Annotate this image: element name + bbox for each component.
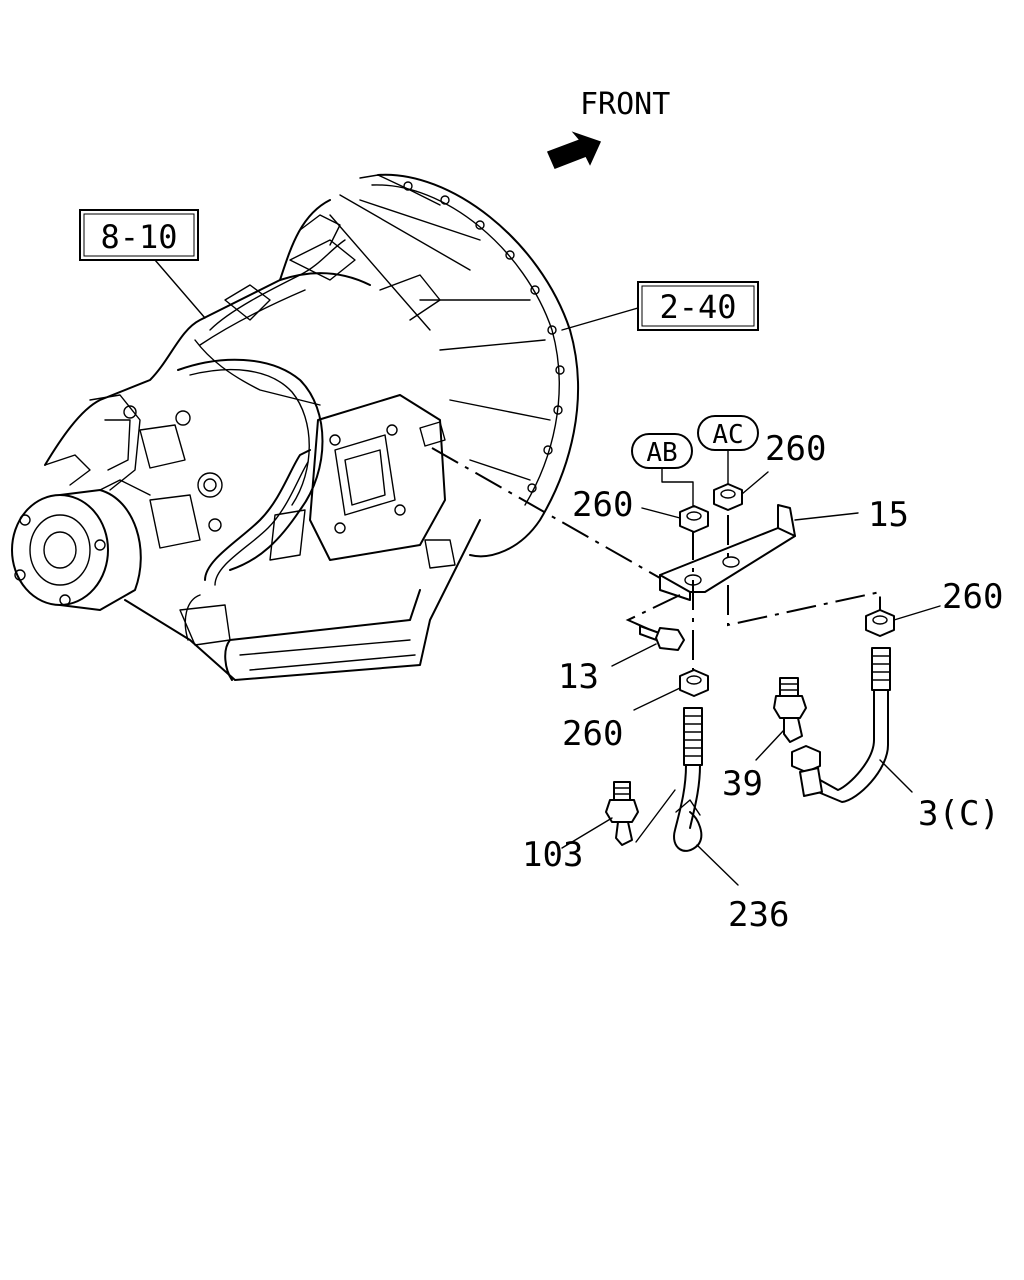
leader-ab (661, 467, 694, 509)
leader-2-40 (561, 307, 639, 331)
alignment-lines (431, 447, 881, 680)
part-236-label: 236 (728, 895, 789, 935)
part-260-right-label: 260 (942, 577, 1003, 617)
leader-39 (755, 729, 785, 761)
callout-ab-label: AB (646, 438, 677, 468)
part-260-ac-label: 260 (765, 429, 826, 469)
callout-ab[interactable]: AB (631, 433, 693, 469)
part-15-label: 15 (868, 495, 909, 535)
leader-15 (794, 512, 859, 521)
part-39-label: 39 (722, 764, 763, 804)
front-arrow-icon (546, 131, 602, 169)
bolt-13[interactable] (639, 625, 685, 651)
leader-260-ac (741, 471, 769, 495)
bracket-15[interactable] (659, 504, 796, 601)
ref-8-10-label: 8-10 (100, 218, 177, 256)
fitting-103[interactable] (605, 781, 639, 846)
ref-2-40-label: 2-40 (659, 288, 736, 326)
flange-bolts (403, 181, 565, 493)
transmission-assembly (11, 173, 580, 681)
leader-8-10 (154, 259, 206, 319)
leader-260-right (893, 605, 941, 621)
leader-260-ab (641, 507, 681, 519)
part-260-lower-label: 260 (562, 714, 623, 754)
part-260-ab-label: 260 (572, 485, 633, 525)
ref-box-2-40[interactable]: 2-40 (637, 281, 759, 331)
nut-260-lower[interactable] (679, 669, 709, 697)
fitting-39[interactable] (773, 677, 807, 743)
part-13-label: 13 (558, 657, 599, 697)
ref-box-8-10[interactable]: 8-10 (79, 209, 199, 261)
nut-260-ab[interactable] (679, 505, 709, 533)
leader-260-lower (633, 687, 681, 711)
nut-260-ac[interactable] (713, 483, 743, 511)
pipe-3c[interactable] (791, 647, 891, 803)
front-label: FRONT (580, 87, 670, 122)
callout-ac[interactable]: AC (697, 415, 759, 451)
part-103-label: 103 (522, 835, 583, 875)
leader-13 (611, 643, 657, 667)
leader-3c (879, 759, 913, 793)
nut-260-right[interactable] (865, 609, 895, 637)
pipe-236[interactable] (673, 707, 703, 852)
leader-236 (696, 844, 739, 886)
leader-103 (561, 817, 613, 849)
part-3c-label: 3(C) (918, 794, 1000, 834)
connector-103-236 (635, 789, 676, 843)
callout-ac-label: AC (712, 420, 743, 450)
